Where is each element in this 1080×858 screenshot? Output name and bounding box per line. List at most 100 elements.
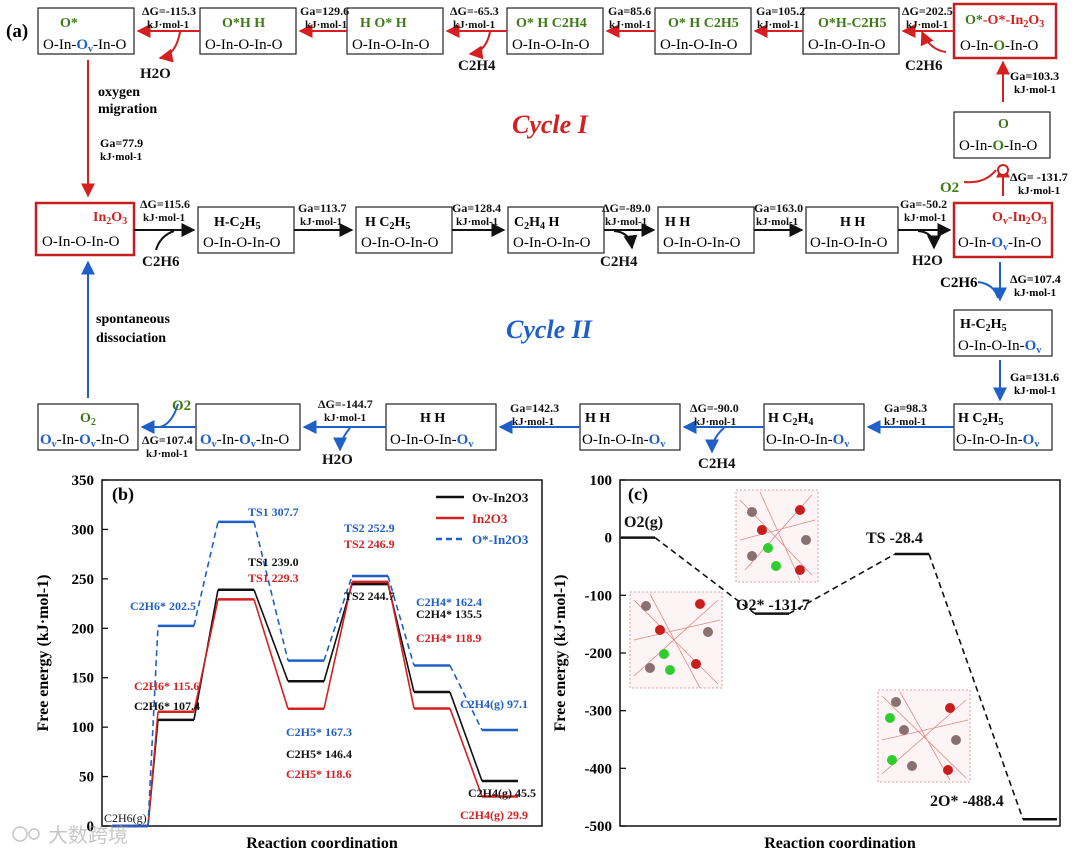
panel-a: (a) O* O-In-Ov-In-O O*H H O-In-O-In-O H … xyxy=(6,2,1068,472)
svg-text:dissociation: dissociation xyxy=(96,331,166,346)
state-box xyxy=(37,7,135,55)
svg-text:Ga=142.3: Ga=142.3 xyxy=(510,401,559,415)
svg-text:Ga=85.6: Ga=85.6 xyxy=(608,4,651,18)
legend-label: O*-In2O3 xyxy=(472,532,529,547)
energy-connector xyxy=(253,521,289,661)
data-label: TS1 307.7 xyxy=(248,505,299,519)
data-label: TS -28.4 xyxy=(866,530,923,547)
svg-text:Ga=-50.2: Ga=-50.2 xyxy=(900,197,947,211)
energy-connector xyxy=(323,581,353,709)
energy-connector xyxy=(147,625,159,827)
svg-text:ΔG=-90.0: ΔG=-90.0 xyxy=(690,401,739,415)
adsorbate-label: O* xyxy=(60,16,78,31)
top-row-step-labels: ΔG=-115.3 kJ·mol-1 Ga=129.6 kJ·mol-1 ΔG=… xyxy=(142,4,953,31)
surface-label: Ov-In-Ov-In-O xyxy=(40,432,129,450)
surface-label: O-In-O-In-O xyxy=(203,235,281,251)
energy-connector xyxy=(449,708,483,797)
state-box xyxy=(953,309,1053,357)
svg-text:Ga=77.9: Ga=77.9 xyxy=(100,136,143,150)
data-label: TS2 246.9 xyxy=(344,537,395,551)
panel-c-data-labels: O2(g)O2* -131.7TS -28.42O* -488.4 xyxy=(624,514,1004,810)
svg-text:ΔG=-144.7: ΔG=-144.7 xyxy=(318,397,373,411)
surface-label: O-In-O-In-O xyxy=(808,37,886,53)
svg-text:kJ·mol-1: kJ·mol-1 xyxy=(300,216,342,228)
adsorbate-label: O*H-C2H5 xyxy=(818,16,886,31)
y-tick-label: -100 xyxy=(585,588,613,604)
state-box xyxy=(953,111,1051,159)
svg-text:Ga=129.6: Ga=129.6 xyxy=(300,4,349,18)
surface-label: O-In-O-In-O xyxy=(512,37,590,53)
legend-label: Ov-In2O3 xyxy=(472,490,529,505)
svg-text:kJ·mol-1: kJ·mol-1 xyxy=(305,19,347,31)
state-box xyxy=(37,403,139,451)
svg-text:spontaneous: spontaneous xyxy=(96,312,170,327)
svg-text:kJ·mol-1: kJ·mol-1 xyxy=(456,216,498,228)
y-tick-label: 100 xyxy=(72,720,95,736)
energy-connector xyxy=(193,599,219,712)
state-box-highlight xyxy=(952,201,1054,259)
surface-label: O-In-O-In-Ov xyxy=(766,432,849,450)
right-column: Ga=103.3 kJ·mol-1 O O-In-O-In-O O2 ΔG= -… xyxy=(940,60,1068,197)
bottom-row-step-labels: ΔG=107.4 kJ·mol-1 ΔG=-144.7 kJ·mol-1 Ga=… xyxy=(142,397,927,460)
svg-text:O2: O2 xyxy=(172,398,191,414)
energy-connector xyxy=(253,589,289,682)
surface-label: O-In-O-In-O xyxy=(663,235,741,251)
surface-label: O-In-Ov-In-O xyxy=(43,37,126,55)
data-label: C2H4(g) 29.9 xyxy=(460,808,528,822)
y-tick-label: 250 xyxy=(72,572,95,588)
surface-label: O-In-O-In-Ov xyxy=(956,432,1039,450)
cycle-1-label: Cycle I xyxy=(512,110,589,139)
data-label: O2(g) xyxy=(624,514,663,531)
panel-b-series xyxy=(112,520,518,828)
watermark-logo: 大数跨境 xyxy=(12,824,128,847)
middle-row-step-labels: ΔG=115.6 kJ·mol-1 Ga=113.7 kJ·mol-1 Ga=1… xyxy=(140,197,947,228)
left-column: oxygen migration Ga=77.9 kJ·mol-1 sponta… xyxy=(81,60,170,398)
catalyst-label: In2O3 xyxy=(93,210,127,227)
svg-text:ΔG=107.4: ΔG=107.4 xyxy=(1010,272,1061,286)
svg-text:Ga=105.2: Ga=105.2 xyxy=(756,4,805,18)
data-label: C2H4* 162.4 xyxy=(416,595,482,609)
y-tick-label: 50 xyxy=(79,770,94,786)
surface-label: O-In-O-In-O xyxy=(361,235,439,251)
data-label: C2H4(g) 45.5 xyxy=(468,786,536,800)
surface-label: Ov-In-Ov-In-O xyxy=(200,432,289,450)
svg-text:Ga=163.0: Ga=163.0 xyxy=(754,201,803,215)
svg-text:kJ·mol-1: kJ·mol-1 xyxy=(147,19,189,31)
svg-text:oxygen: oxygen xyxy=(98,85,140,100)
energy-connector xyxy=(147,711,159,827)
energy-connector xyxy=(788,553,896,615)
adsorbate-label: O xyxy=(998,117,1009,132)
svg-text:O2: O2 xyxy=(940,180,959,196)
energy-connector xyxy=(387,581,415,709)
middle-row-species: C2H6 C2H4 H2O xyxy=(142,253,943,270)
y-tick-label: 350 xyxy=(72,473,95,489)
svg-text:migration: migration xyxy=(98,102,157,117)
top-row-arrows xyxy=(136,24,954,63)
panel-c-label: (c) xyxy=(628,484,648,505)
svg-text:kJ·mol-1: kJ·mol-1 xyxy=(609,19,651,31)
data-label: C2H5* 118.6 xyxy=(286,767,351,781)
data-label: TS2 244.7 xyxy=(344,589,395,603)
svg-text:C2H6: C2H6 xyxy=(940,275,978,291)
panel-c: (c) Reaction coordination Free energy (k… xyxy=(552,473,1061,852)
data-label: C2H4* 135.5 xyxy=(416,607,482,621)
svg-text:Ga=98.3: Ga=98.3 xyxy=(884,401,927,415)
adsorbate-label: H-C2H5 xyxy=(214,215,261,232)
svg-text:kJ·mol-1: kJ·mol-1 xyxy=(904,212,946,224)
bottom-row: O2 Ov-In-Ov-In-O Ov-In-Ov-In-O H H O-In-… xyxy=(37,403,1053,451)
cycle2-right-column: C2H6 ΔG=107.4 kJ·mol-1 H-C2H5 O-In-O-In-… xyxy=(940,262,1061,402)
y-tick-label: 200 xyxy=(72,621,95,637)
svg-text:C2H4: C2H4 xyxy=(600,254,638,270)
structure-inset-dissociated xyxy=(877,689,971,783)
panel-a-label: (a) xyxy=(6,21,28,42)
y-tick-label: -200 xyxy=(585,646,613,662)
svg-text:Ga=103.3: Ga=103.3 xyxy=(1010,69,1059,83)
y-tick-label: -400 xyxy=(585,761,613,777)
svg-text:ΔG= -131.7: ΔG= -131.7 xyxy=(1010,170,1068,184)
svg-text:kJ·mol-1: kJ·mol-1 xyxy=(1018,185,1060,197)
data-label: TS1 239.0 xyxy=(248,555,299,569)
panel-c-xlabel: Reaction coordination xyxy=(764,835,916,852)
